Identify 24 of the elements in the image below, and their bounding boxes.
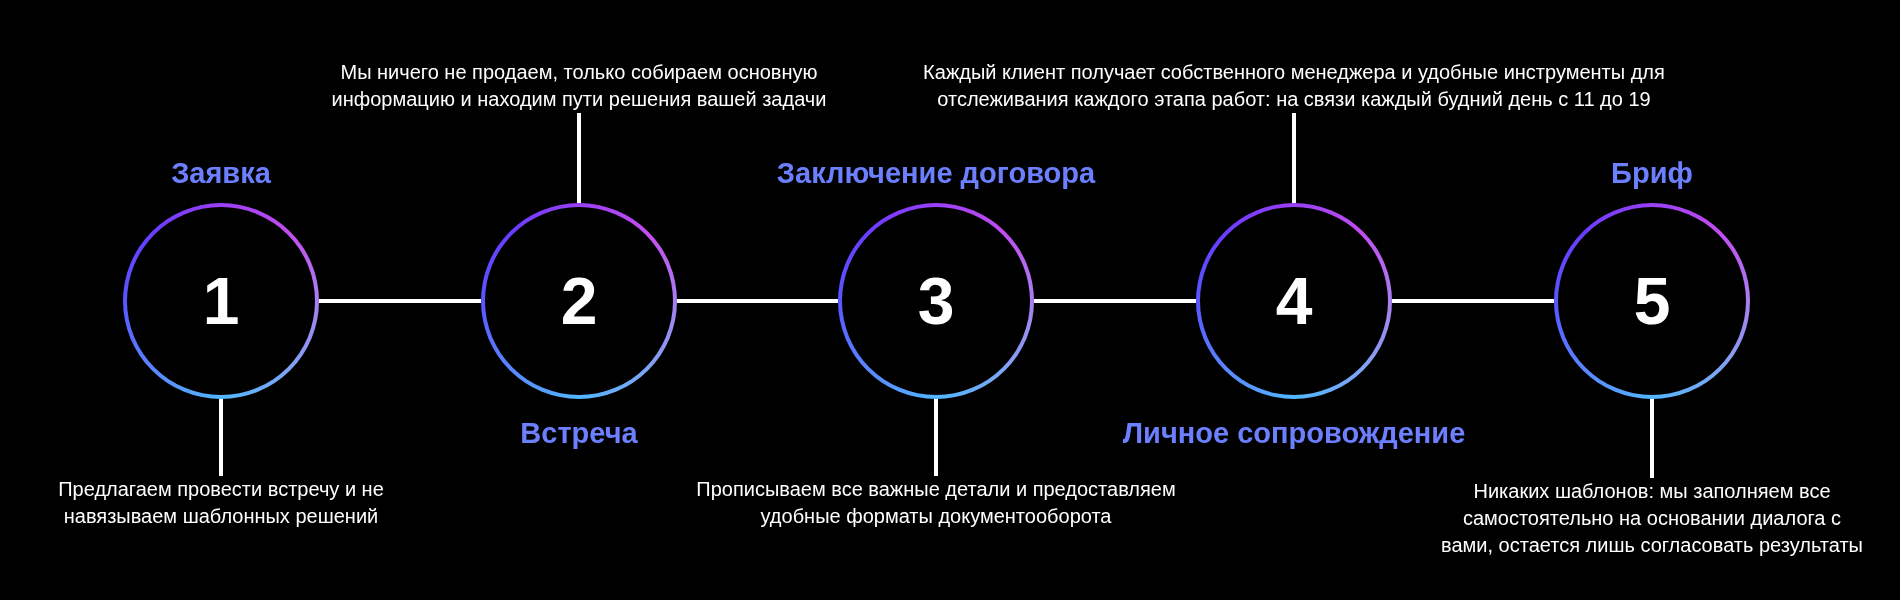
step-number: 5 (1633, 268, 1671, 334)
step-title: Личное сопровождение (1122, 416, 1466, 451)
step-title: Заявка (171, 156, 271, 191)
step-number: 3 (917, 268, 955, 334)
leader-line (1292, 113, 1296, 203)
step-description: Прописываем все важные детали и предоставляем удобные форматы документооборота (695, 476, 1177, 530)
step-title: Бриф (1611, 156, 1693, 191)
step-number: 2 (560, 268, 598, 334)
leader-line (577, 113, 581, 203)
step-description: Предлагаем провести встречу и не навязываем шаблонных решений (57, 476, 385, 530)
leader-line (934, 399, 938, 476)
connector-line (1392, 299, 1554, 303)
leader-line (219, 399, 223, 476)
connector-line (319, 299, 481, 303)
step-title: Заключение договора (776, 156, 1096, 191)
step-description: Каждый клиент получает собственного менеджера и удобные инструменты для отслеживания каждого этапа работ: на связи каждый будний день с 11 до 19 (922, 59, 1666, 113)
step-number: 4 (1275, 268, 1313, 334)
connector-line (1034, 299, 1196, 303)
step-title: Встреча (520, 416, 638, 451)
step-number: 1 (202, 268, 240, 334)
leader-line (1650, 399, 1654, 478)
step-description: Никаких шаблонов: мы заполняем все самостоятельно на основании диалога с вами, остается лишь согласовать результаты (1440, 478, 1864, 559)
step-description: Мы ничего не продаем, только собираем основную информацию и находим пути решения вашей задачи (330, 59, 828, 113)
connector-line (677, 299, 838, 303)
